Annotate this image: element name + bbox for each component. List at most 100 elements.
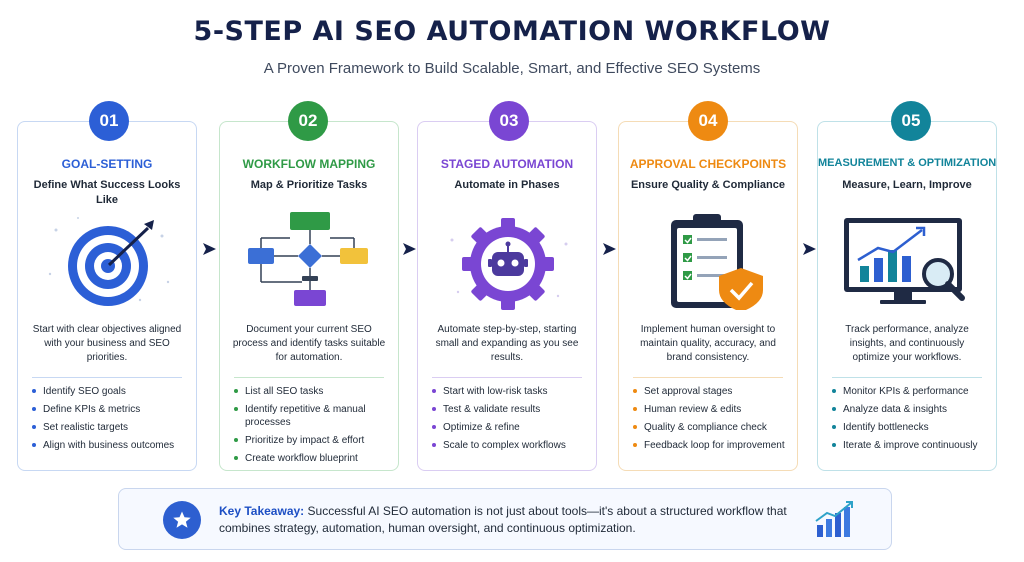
bullet-dot-icon (432, 425, 436, 429)
bullet-text: Identify repetitive & manual processes (245, 404, 366, 428)
takeaway-label: Key Takeaway: (219, 504, 305, 518)
bullet-dot-icon (234, 438, 238, 442)
step-divider (234, 377, 384, 378)
list-item: Set approval stages (633, 385, 789, 398)
bullet-text: Set approval stages (644, 386, 733, 397)
bullet-dot-icon (633, 389, 637, 393)
arrow-right-icon (603, 243, 616, 255)
step-divider (32, 377, 182, 378)
list-item: Iterate & improve continuously (832, 439, 988, 452)
step-description: Track performance, analyze insights, and… (845, 324, 969, 363)
list-item: Start with low-risk tasks (432, 385, 588, 398)
bullet-text: Start with low-risk tasks (443, 386, 548, 397)
bullet-text: Optimize & refine (443, 422, 520, 433)
bullet-dot-icon (32, 425, 36, 429)
list-item: Quality & compliance check (633, 421, 789, 434)
arrow-right-icon (403, 243, 416, 255)
step-card: WORKFLOW MAPPING Map & Prioritize Tasks … (219, 121, 399, 471)
takeaway-text: Key Takeaway: Successful AI SEO automati… (219, 503, 799, 537)
flowchart-icon (248, 212, 368, 306)
step-card: APPROVAL CHECKPOINTS Ensure Quality & Co… (618, 121, 798, 471)
list-item: List all SEO tasks (234, 385, 390, 398)
bullet-text: Monitor KPIs & performance (843, 386, 969, 397)
step-subtitle: Ensure Quality & Compliance (630, 179, 786, 191)
list-item: Create workflow blueprint (234, 452, 390, 465)
step-card: GOAL-SETTING Define What Success Looks L… (17, 121, 197, 471)
step-title: STAGED AUTOMATION (440, 157, 574, 171)
step-description: Document your current SEO process and id… (232, 324, 386, 363)
bullet-text: Iterate & improve continuously (843, 440, 978, 451)
arrow-right-icon (803, 243, 816, 255)
bullet-dot-icon (432, 443, 436, 447)
bullet-dot-icon (234, 407, 238, 411)
bullet-dot-icon (832, 407, 836, 411)
growth-chart-icon (815, 501, 853, 537)
list-item: Align with business outcomes (32, 439, 188, 452)
robot-gear-icon (450, 218, 568, 310)
step-subtitle: Measure, Learn, Improve (842, 179, 972, 191)
bullet-text: Analyze data & insights (843, 404, 947, 415)
step-title: GOAL-SETTING (61, 157, 153, 171)
step-description: Implement human oversight to maintain qu… (640, 324, 776, 363)
page-subtitle: A Proven Framework to Build Scalable, Sm… (263, 60, 761, 77)
clipboard-check-icon (671, 214, 763, 310)
bullet-text: Human review & edits (644, 404, 742, 415)
step-divider (633, 377, 783, 378)
bullet-dot-icon (633, 443, 637, 447)
bullet-text: Prioritize by impact & effort (245, 435, 365, 446)
bullet-dot-icon (432, 407, 436, 411)
key-takeaway-box: Key Takeaway: Successful AI SEO automati… (118, 488, 892, 550)
bullet-text: Quality & compliance check (644, 422, 767, 433)
takeaway-body: Successful AI SEO automation is not just… (219, 504, 787, 535)
list-item: Human review & edits (633, 403, 789, 416)
bullet-text: Identify bottlenecks (843, 422, 929, 433)
step-number-badge: 04 (688, 101, 728, 141)
step-number-badge: 01 (89, 101, 129, 141)
bullet-dot-icon (32, 389, 36, 393)
bullet-dot-icon (832, 425, 836, 429)
bullet-dot-icon (633, 425, 637, 429)
step-subtitle: Define What Success Looks Like (33, 179, 181, 206)
step-divider (432, 377, 582, 378)
bullet-dot-icon (234, 389, 238, 393)
list-item: Identify SEO goals (32, 385, 188, 398)
bullet-text: Set realistic targets (43, 422, 129, 433)
list-item: Optimize & refine (432, 421, 588, 434)
step-title: WORKFLOW MAPPING (242, 157, 376, 171)
list-item: Scale to complex workflows (432, 439, 588, 452)
list-item: Set realistic targets (32, 421, 188, 434)
step-description: Automate step-by-step, starting small an… (435, 324, 579, 363)
bullet-text: Create workflow blueprint (245, 453, 358, 464)
list-item: Prioritize by impact & effort (234, 434, 390, 447)
target-icon (48, 217, 170, 306)
step-number-badge: 03 (489, 101, 529, 141)
step-divider (832, 377, 982, 378)
bullet-dot-icon (432, 389, 436, 393)
bullet-dot-icon (832, 443, 836, 447)
step-title: APPROVAL CHECKPOINTS (629, 157, 787, 171)
step-number-badge: 05 (891, 101, 931, 141)
bullet-text: Identify SEO goals (43, 386, 126, 397)
list-item: Feedback loop for improvement (633, 439, 789, 452)
bullet-dot-icon (633, 407, 637, 411)
step-card: STAGED AUTOMATION Automate in Phases Aut… (417, 121, 597, 471)
step-subtitle: Automate in Phases (454, 179, 560, 191)
page-title: 5-STEP AI SEO AUTOMATION WORKFLOW (193, 16, 831, 47)
bullet-text: Define KPIs & metrics (43, 404, 141, 415)
list-item: Analyze data & insights (832, 403, 988, 416)
list-item: Test & validate results (432, 403, 588, 416)
bullet-text: Feedback loop for improvement (644, 440, 785, 451)
bullet-text: Scale to complex workflows (443, 440, 566, 451)
bullet-text: Align with business outcomes (43, 440, 175, 451)
bullet-dot-icon (832, 389, 836, 393)
step-description: Start with clear objectives aligned with… (32, 324, 182, 363)
list-item: Identify bottlenecks (832, 421, 988, 434)
arrow-right-icon (203, 243, 216, 255)
step-number-badge: 02 (288, 101, 328, 141)
bullet-dot-icon (32, 443, 36, 447)
